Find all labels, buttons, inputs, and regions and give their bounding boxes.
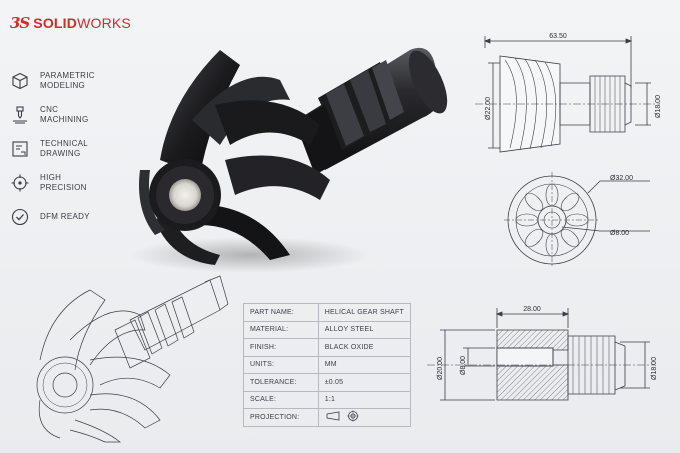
- dim-shaft-dia: Ø18.00: [655, 95, 662, 118]
- drawing-icon: [10, 139, 30, 159]
- spec-value: MM: [317, 355, 412, 374]
- spec-key: UNITS:: [243, 355, 319, 374]
- feature-label: DFM READY: [40, 212, 90, 221]
- brand-name-light: WORKS: [77, 15, 131, 31]
- end-view-drawing: Ø32.00 Ø8.00: [504, 172, 650, 268]
- check-circle-icon: [10, 207, 30, 227]
- projection-symbol-cell: [317, 408, 412, 427]
- gear-shaft-render: [130, 47, 448, 273]
- third-angle-projection-icon: [326, 410, 359, 423]
- spec-value: 1:1: [317, 390, 412, 409]
- dim-overall-length: 63.50: [549, 33, 567, 40]
- spec-key: FINISH:: [243, 338, 319, 357]
- solidworks-logo: 3S SOLIDWORKS: [10, 14, 131, 32]
- section-view-drawing: 28.00 Ø20.00 Ø8.00 Ø18.00: [427, 306, 658, 401]
- spline-teeth: [318, 60, 404, 150]
- dim-end-bore-dia: Ø8.00: [610, 230, 629, 237]
- spec-key: SCALE:: [243, 390, 319, 409]
- table-row: UNITS:MM: [243, 355, 412, 374]
- spec-key: TOLERANCE:: [243, 373, 319, 392]
- spec-key: PART NAME:: [243, 303, 319, 322]
- feature-item: DFM READY: [10, 200, 130, 234]
- spec-value: ALLOY STEEL: [317, 320, 412, 339]
- feature-label: HIGH PRECISION: [40, 173, 87, 192]
- brand-name: SOLIDWORKS: [33, 15, 131, 31]
- feature-item: HIGH PRECISION: [10, 166, 130, 200]
- spec-value: ±0.05: [317, 373, 412, 392]
- dim-gear-dia: Ø22.00: [485, 97, 492, 120]
- table-row: TOLERANCE:±0.05: [243, 373, 412, 392]
- feature-item: TECHNICAL DRAWING: [10, 132, 130, 166]
- dim-end-outer-dia: Ø32.00: [610, 175, 633, 182]
- cube-icon: [10, 71, 30, 91]
- dim-section-outer-dia: Ø20.00: [437, 357, 444, 380]
- helical-teeth: [139, 50, 330, 265]
- side-view-drawing: 63.50 Ø22.00 Ø18.00: [475, 33, 662, 153]
- feature-item: CNC MACHINING: [10, 98, 130, 132]
- crosshair-icon: [10, 173, 30, 193]
- table-row: PART NAME:HELICAL GEAR SHAFT: [243, 303, 412, 322]
- spec-key: MATERIAL:: [243, 320, 319, 339]
- brand-name-bold: SOLID: [33, 15, 78, 31]
- dim-section-bore-dia: Ø8.00: [460, 356, 467, 375]
- feature-label: PARAMETRIC MODELING: [40, 71, 95, 90]
- feature-label: TECHNICAL DRAWING: [40, 139, 89, 158]
- table-row: SCALE:1:1: [243, 390, 412, 409]
- ds-logo-mark: 3S: [10, 14, 30, 32]
- feature-label: CNC MACHINING: [40, 105, 89, 124]
- feature-item: PARAMETRIC MODELING: [10, 64, 130, 98]
- isometric-line-drawing: [36, 275, 229, 443]
- spec-key: PROJECTION:: [243, 408, 319, 427]
- cnc-icon: [10, 105, 30, 125]
- spec-table: PART NAME:HELICAL GEAR SHAFT MATERIAL:AL…: [243, 303, 412, 427]
- spec-value: HELICAL GEAR SHAFT: [317, 303, 412, 322]
- table-row: FINISH:BLACK OXIDE: [243, 338, 412, 357]
- feature-list: PARAMETRIC MODELING CNC MACHINING TECHNI…: [10, 64, 130, 234]
- dim-section-length: 28.00: [523, 306, 541, 313]
- dim-section-shaft-dia: Ø18.00: [651, 357, 658, 380]
- table-row: MATERIAL:ALLOY STEEL: [243, 320, 412, 339]
- spec-value: BLACK OXIDE: [317, 338, 412, 357]
- table-row: PROJECTION:: [243, 408, 412, 427]
